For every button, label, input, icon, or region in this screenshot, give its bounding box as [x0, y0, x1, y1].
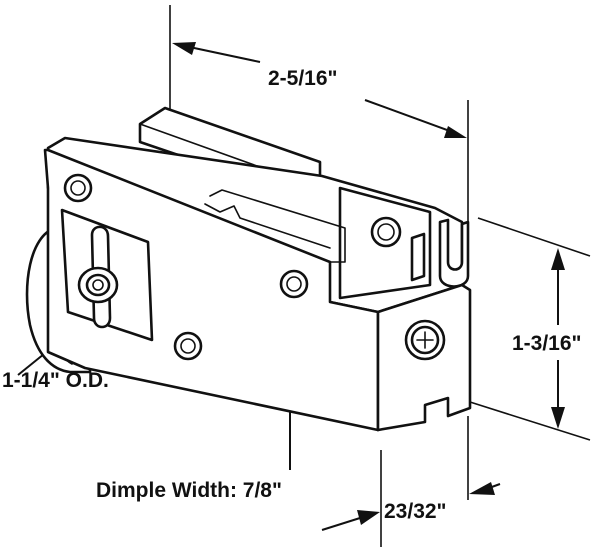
depth-dimension: 23/32" [321, 416, 501, 547]
wheel-leader-line [17, 353, 45, 376]
axle-nut-inner [85, 273, 111, 297]
depth-arrow-left [357, 510, 380, 525]
depth-label: 23/32" [384, 500, 447, 523]
length-arrow-left [172, 42, 196, 55]
length-dimension: 2-5/16" [169, 5, 469, 228]
length-label: 2-5/16" [268, 67, 338, 90]
inner-rail [209, 189, 346, 263]
height-arrow-top [551, 248, 565, 270]
wheel-od-label: 1-1/4" O.D. [2, 369, 109, 392]
length-dimension-line-right [364, 99, 459, 135]
axle-center [92, 279, 104, 291]
bottom-notch-edge [424, 397, 449, 406]
height-label: 1-3/16" [512, 332, 582, 355]
phillips-screw-icon [404, 319, 446, 361]
sliding-door-roller-assembly-icon [25, 106, 472, 432]
height-extension-line-bottom [469, 401, 591, 441]
height-extension-line-top [477, 217, 591, 257]
rear-wall-hole-inner [377, 223, 395, 241]
end-clip [438, 218, 470, 288]
rear-slot [410, 232, 426, 282]
inner-rail-step [204, 203, 331, 249]
length-arrow-right [444, 126, 467, 138]
dimple [279, 269, 309, 299]
front-hole-bottom-inner [180, 338, 196, 354]
dimple-inner [286, 276, 302, 292]
front-hole-top-left-inner [70, 180, 86, 196]
depth-dimension-line-left [321, 517, 361, 531]
front-hole-bottom [173, 331, 203, 361]
height-dimension: 1-3/16" [469, 217, 591, 441]
rear-wall-hole [370, 216, 402, 248]
dimple-width-label: Dimple Width: 7/8" [96, 479, 282, 502]
height-arrow-bottom [551, 407, 565, 429]
front-hole-top-left [63, 173, 93, 203]
depth-arrow-right [469, 482, 495, 495]
